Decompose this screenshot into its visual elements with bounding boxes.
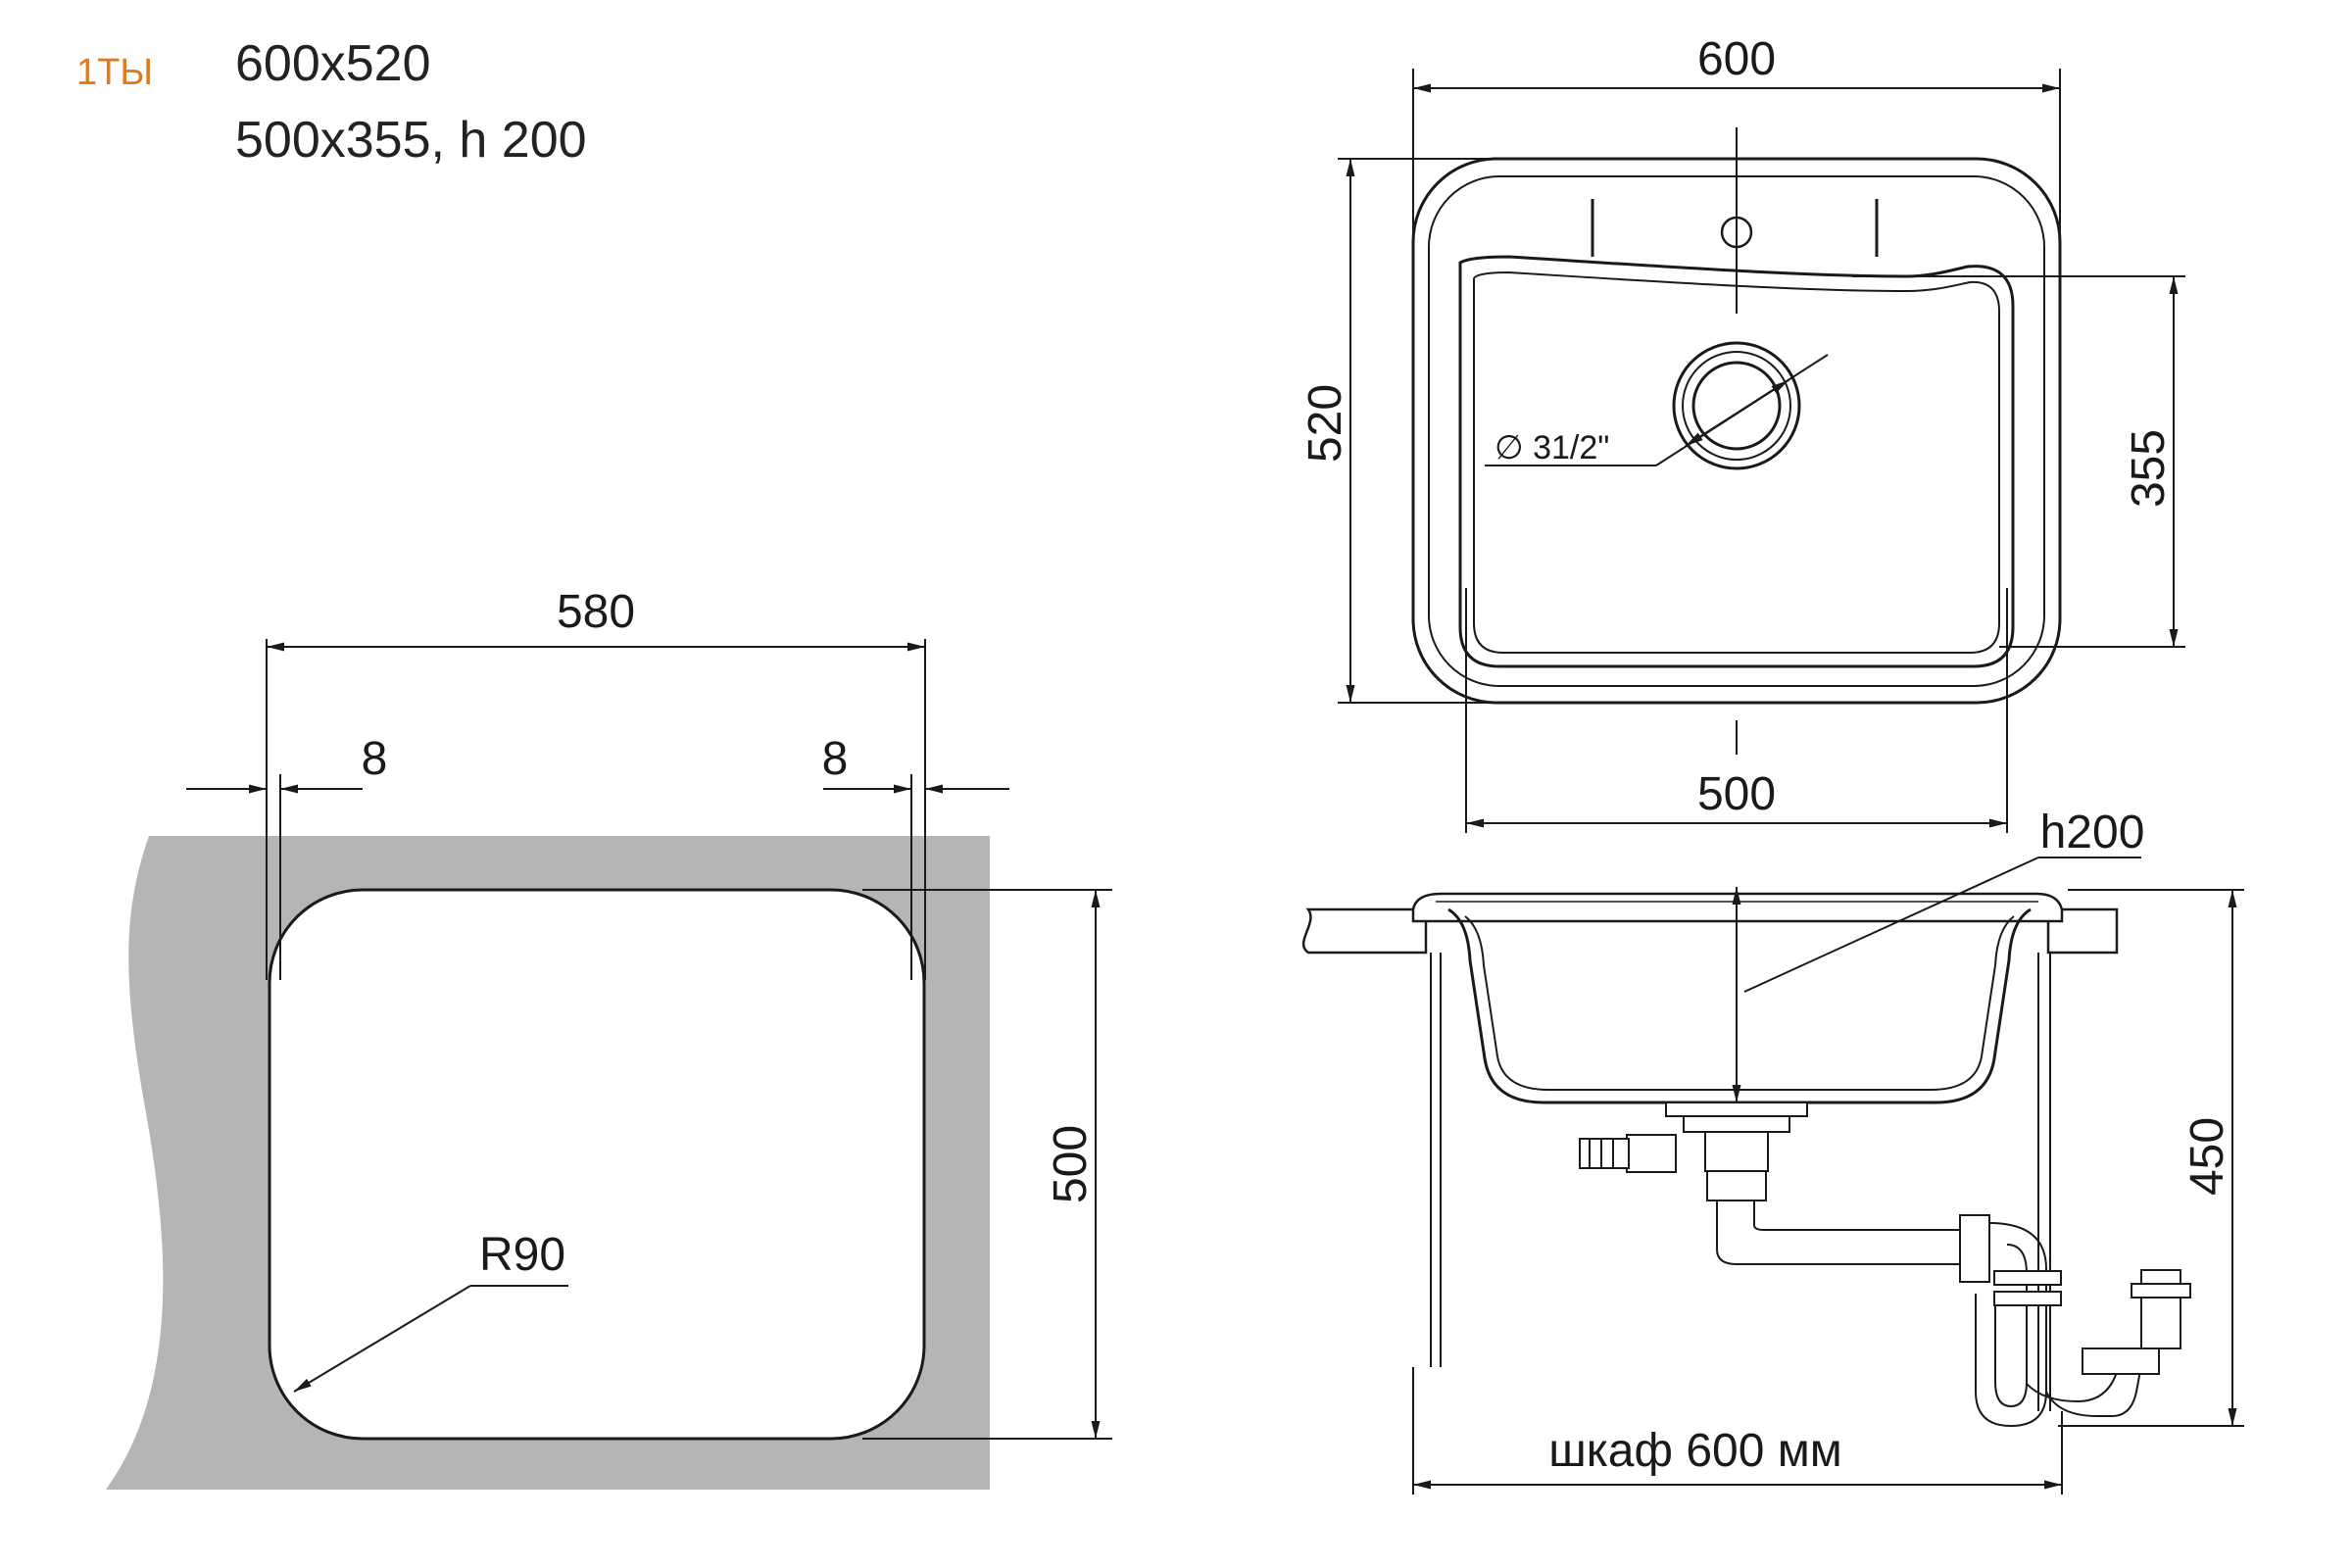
drain-inner: [1691, 361, 1782, 451]
sink-cutout: [268, 888, 926, 1441]
dim-450-label: 450: [2181, 1117, 2233, 1196]
header-size-line-1: 600x520: [235, 35, 431, 92]
drain-outer: [1672, 341, 1801, 470]
countertop-right: [2046, 907, 2119, 955]
radius-leader: [293, 1285, 471, 1393]
dim-500-cutout-label: 500: [1045, 1125, 1097, 1203]
sink-bowl: [1458, 255, 2015, 668]
drain-label: ∅ 31/2": [1494, 429, 1609, 466]
brand-label: 1ТЫ: [76, 52, 153, 93]
drain-middle: [1682, 351, 1791, 461]
top-view: ∅ 31/2" 600 520 355 500: [1299, 33, 2185, 833]
side-view: h200 450 шкаф 600 мм: [1301, 807, 2244, 1494]
siphon: [1579, 1102, 2191, 1428]
header: 1ТЫ 600x520 500x355, h 200: [76, 35, 587, 169]
dim-edge-right-label: 8: [822, 733, 849, 785]
cabinet-label: шкаф 600 мм: [1548, 1425, 1842, 1477]
dim-520-label: 520: [1299, 384, 1351, 463]
dim-600-label: 600: [1697, 33, 1776, 85]
dim-355-label: 355: [2123, 429, 2175, 508]
cutout-view: 580 8 8 500 R90: [106, 586, 1112, 1490]
header-size-line-2: 500x355, h 200: [235, 112, 587, 169]
sink-bowl-profile: [1447, 907, 2032, 1104]
countertop-left: [1301, 907, 1428, 955]
dim-580-label: 580: [557, 586, 635, 638]
depth-label: h200: [2040, 807, 2145, 858]
dim-edge-left-label: 8: [362, 733, 388, 785]
radius-label: R90: [479, 1229, 565, 1281]
dim-500-bowl-label: 500: [1697, 768, 1776, 820]
